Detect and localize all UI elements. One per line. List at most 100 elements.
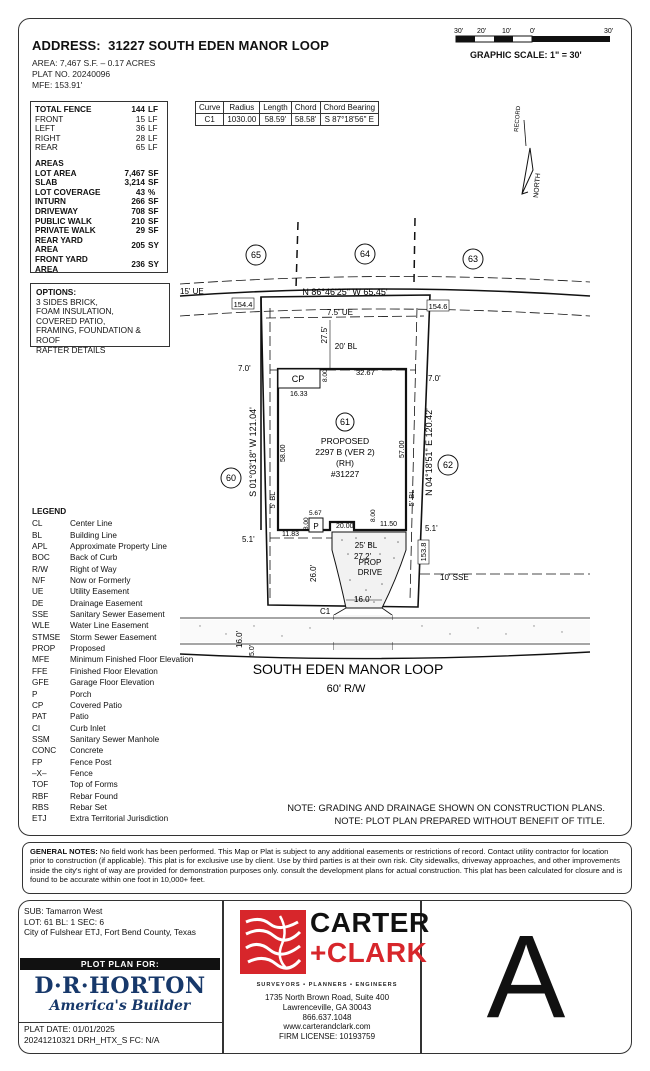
legend-abbreviation: APL [32,542,48,552]
scale-tick-label: 30' [454,28,463,35]
street-name: SOUTH EDEN MANOR LOOP [253,661,444,677]
legend-item: TOF Top of Forms [32,779,193,790]
right-of-way-label: 60' R/W [327,683,366,695]
option-line: RAFTER DETAILS [36,344,106,355]
legend-description: Now or Formerly [70,576,131,586]
general-notes-text: No field work has been performed. This M… [30,847,623,885]
option-line: FOAM INSULATION, [36,306,114,317]
dimension-label: 7.0' [428,374,441,383]
company-name: CARTER +CLARK [310,907,430,968]
plan-notes: NOTE: GRADING AND DRAINAGE SHOWN ON CONS… [265,802,605,827]
drive-label: PROP [359,558,382,567]
graphic-scale: 30' 20' 10' 0' 30' [454,28,613,43]
legend-abbreviation: CL [32,519,43,529]
legend-description: Fence Post [70,757,112,767]
elevation-label: 154.6 [429,302,448,311]
legend-description: Back of Curb [70,553,118,563]
lot-number: 61 [340,417,350,427]
plat-number: PLAT NO. 20240096 [32,69,111,79]
divider [222,900,224,1054]
legend-description: Porch [70,689,92,699]
lot-number: 63 [468,254,478,264]
builder-logo: D·R·HORTON America's Builder [30,974,210,1018]
legend-abbreviation: PROP [32,644,56,654]
dimension-label: 16.33 [290,391,308,398]
dimension-label: 8.00 [370,509,377,522]
legend-description: Top of Forms [70,780,118,790]
divider [18,1022,222,1023]
dimension-label: 26.0' [309,564,318,582]
curve-table-cell: C1 [194,113,225,126]
legend-abbreviation: PAT [32,712,47,722]
plat-info: PLAT DATE: 01/01/2025 20241210321 DRH_HT… [24,1024,159,1045]
legend-description: Storm Sewer Easement [70,632,157,642]
porch-label: P [313,522,318,531]
dimension-label: 7.0' [238,364,251,373]
legend-abbreviation: BOC [32,553,50,563]
dimension-label: 20.00 [336,523,354,530]
general-notes: GENERAL NOTES: No field work has been pe… [22,842,632,894]
dimension-label: 5.1' [242,535,255,544]
curve-label: C1 [320,607,331,616]
legend-abbreviation: MFE [32,655,50,665]
dimension-label: 27.2' [354,552,372,561]
dimension-label: 5.1' [425,524,438,533]
curve-table-cell: 1030.00 [223,113,261,126]
plat-date: PLAT DATE: 01/01/2025 [24,1024,115,1034]
title-block [18,900,632,1054]
company-logo-icon [240,910,306,974]
areas-title: AREAS [35,158,64,168]
bl-5-right-label: 5' BL [407,490,416,507]
sse-10-label: 10' SSE [440,573,469,582]
dimension-label: 57.00 [399,440,406,458]
legend-description: Sanitary Sewer Manhole [70,734,160,744]
subdivision-info: SUB: Tamarron West LOT: 61 BL: 1 SEC: 6 … [24,906,214,938]
lot-number: 64 [360,249,370,259]
house-label: #31227 [331,469,360,479]
north-arrow-icon: RECORD NORTH [514,105,542,198]
legend-abbreviation: N/F [32,576,46,586]
divider [420,900,422,1054]
house-label: 2297 B (VER 2) [315,447,375,457]
legend-description: Extra Territorial Jurisdiction [70,814,169,824]
area-text: AREA: 7,467 S.F. – 0.17 ACRES [32,58,156,68]
north-label: NORTH [533,173,542,198]
site-plan: RECORD NORTH 65 64 63 60 62 CP P PROP DR… [179,105,591,695]
company-address: 1735 North Brown Road, Suite 400 Lawrenc… [238,993,416,1042]
legend-description: Right of Way [70,564,117,574]
legend-description: Finished Floor Elevation [70,666,158,676]
covered-patio-label: CP [292,374,305,384]
drawing-frame [18,18,632,836]
legend-abbreviation: CONC [32,746,57,756]
graphic-scale-label: GRAPHIC SCALE: 1" = 30' [470,50,582,60]
plat-code: 20241210321 DRH_HTX_S FC: N/A [24,1034,160,1045]
ue-15-label: 15' UE [180,287,204,296]
legend-abbreviation: FP [32,757,43,767]
legend-abbreviation: SSE [32,610,49,620]
legend-description: Fence [70,768,93,778]
rear-bearing: N 86°46'25" W 65.45' [302,287,388,297]
legend-abbreviation: ETJ [32,814,47,824]
legend-abbreviation: TOF [32,780,49,790]
sheet-letter: A [486,911,566,1043]
legend-item: BOC Back of Curb [32,552,193,563]
bl-25-label: 25' BL [355,541,378,550]
legend-description: Water Line Easement [70,621,149,631]
